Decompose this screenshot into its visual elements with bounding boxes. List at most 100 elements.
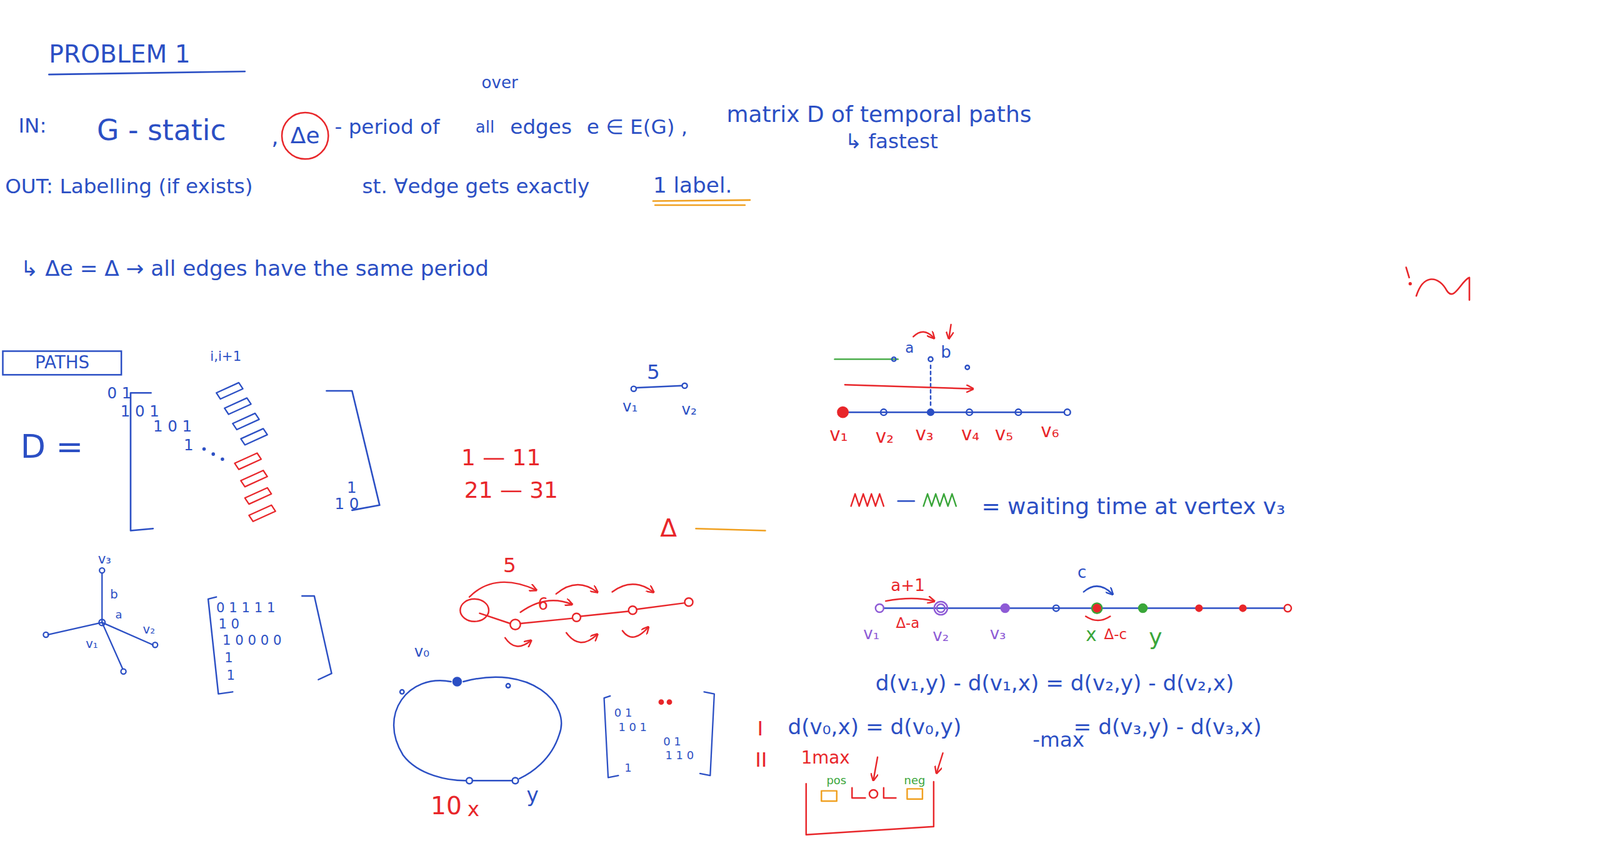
handwritten-label: 1	[224, 650, 234, 665]
pos-neg-sketch	[821, 790, 837, 801]
pos-neg-sketch	[851, 787, 896, 798]
handwritten-label: v₃	[98, 551, 112, 566]
red-chain	[460, 581, 693, 647]
handwritten-label: v₆	[1040, 420, 1059, 441]
waiting-scribble	[851, 493, 884, 507]
handwritten-label: D =	[20, 428, 84, 465]
path-graph	[928, 356, 933, 362]
handwritten-label: 1 label.	[653, 173, 732, 198]
waiting-arrows	[948, 324, 951, 338]
waiting-arrows	[835, 358, 899, 360]
handwritten-label: IN:	[18, 115, 47, 138]
matrix-frame	[700, 691, 715, 775]
single-edge-graph	[636, 385, 682, 388]
colored-path-graph	[885, 598, 934, 601]
handwritten-label: all	[475, 118, 495, 137]
handwritten-label: 1 0 1	[120, 403, 160, 420]
path-graph	[837, 406, 848, 417]
label-underline	[653, 200, 750, 205]
handwritten-label: 1	[226, 667, 235, 682]
handwritten-label: v₂	[681, 401, 697, 419]
cycle-graph	[393, 680, 465, 780]
waiting-arrows	[913, 331, 934, 338]
handwritten-label: st. ∀edge gets exactly	[362, 175, 590, 199]
path-graph	[930, 365, 932, 406]
cycle-graph	[466, 776, 473, 784]
stacked-blocks-red	[235, 453, 276, 522]
delta-line	[695, 528, 765, 530]
handwritten-label: v₂	[143, 622, 155, 637]
matrix-bracket	[326, 390, 380, 510]
exclamation-squiggle	[1406, 267, 1410, 278]
node-text: Δe	[290, 123, 320, 149]
title-underline	[48, 71, 245, 75]
handwritten-label: 5	[503, 554, 517, 577]
boxed-heading: PATHS	[1, 350, 123, 376]
path-graph	[837, 356, 1070, 418]
handwritten-label: b	[940, 343, 952, 362]
handwritten-label: v₁	[622, 398, 638, 415]
handwritten-label: edges	[510, 116, 572, 139]
red-chain	[505, 637, 531, 647]
handwritten-label: x	[1085, 624, 1097, 645]
handwritten-label: 1 0	[218, 616, 240, 631]
cycle-graph	[512, 776, 519, 784]
matrix-bracket	[203, 448, 205, 450]
adjacency-bracket	[301, 595, 332, 680]
handwritten-label: 1	[624, 761, 632, 774]
handwritten-label: v₁	[863, 624, 880, 643]
exclamation-squiggle	[1406, 267, 1470, 300]
handwritten-label: over	[481, 73, 519, 92]
handwritten-label: v₁	[829, 424, 848, 445]
colored-path-graph	[1083, 585, 1113, 594]
colored-path-graph	[1001, 603, 1010, 612]
cycle-graph	[393, 676, 562, 784]
handwritten-label: = d(v₃,y) - d(v₃,x)	[1073, 715, 1262, 739]
handwritten-label: 1 1 0	[665, 748, 694, 762]
stacked-blocks	[216, 382, 268, 445]
colored-path-graph	[883, 606, 1285, 609]
matrix-frame	[659, 699, 664, 704]
handwritten-label: ,	[271, 124, 279, 150]
title-underline	[48, 71, 245, 75]
label-underline	[655, 204, 745, 207]
stacked-blocks-red	[248, 505, 275, 522]
handwritten-label: v₂	[932, 626, 949, 645]
star-graph	[43, 567, 158, 674]
handwritten-label: 1max	[801, 748, 850, 768]
star-graph	[152, 641, 158, 647]
title-text: PROBLEM 1	[48, 40, 190, 68]
label-underline	[653, 200, 750, 202]
red-chain	[628, 605, 637, 614]
pos-neg-sketch	[873, 756, 879, 780]
cycle-graph	[463, 676, 562, 779]
red-chain	[520, 618, 572, 624]
pos-neg-sketch	[906, 788, 922, 799]
handwritten-label: ↳ Δe = Δ → all edges have the same perio…	[20, 256, 489, 281]
red-chain	[580, 610, 629, 616]
waiting-arrows	[845, 384, 973, 389]
handwritten-label: y	[526, 783, 539, 807]
handwritten-label: 0 1	[106, 385, 132, 402]
handwritten-label: I	[756, 717, 764, 740]
colored-path-graph	[1195, 605, 1202, 612]
handwritten-label: 0 1	[614, 706, 633, 719]
path-graph	[846, 411, 1065, 413]
handwritten-label: OUT: Labelling (if exists)	[5, 175, 253, 199]
handwritten-label: 1 0 0 0 0	[222, 632, 282, 647]
red-chain	[460, 598, 489, 622]
handwritten-label: v₅	[995, 423, 1014, 444]
handwritten-label: 6	[537, 595, 549, 614]
colored-path-graph	[1091, 602, 1102, 613]
handwritten-label: Δ-a	[895, 615, 920, 631]
node-text: PATHS	[35, 353, 90, 373]
delta-line	[695, 528, 765, 530]
red-chain	[572, 613, 581, 622]
handwritten-label: 0 1 1 1 1	[216, 600, 275, 615]
star-graph	[48, 621, 103, 635]
handwritten-label: G - static	[96, 115, 226, 147]
path-graph	[966, 408, 973, 415]
stacked-blocks	[216, 382, 243, 399]
matrix-bracket	[221, 458, 224, 460]
colored-path-graph	[875, 603, 884, 612]
